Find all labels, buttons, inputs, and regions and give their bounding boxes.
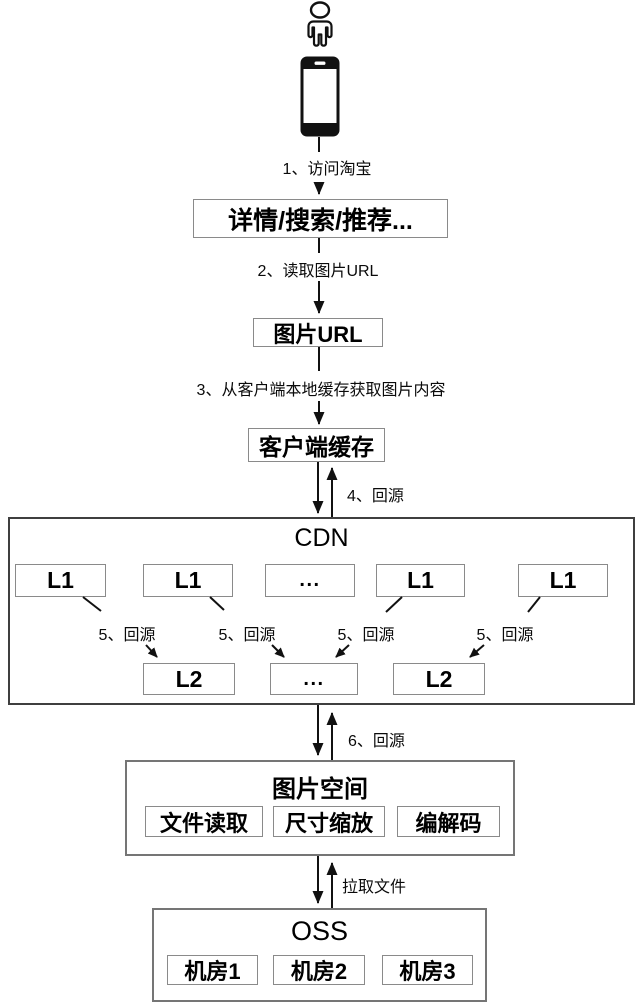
step-5-label-1: 5、回源 xyxy=(98,627,156,644)
step-5-label-2: 5、回源 xyxy=(218,627,276,644)
l2-node-1: L2 xyxy=(143,663,235,695)
pull-file-label: 拉取文件 xyxy=(342,879,407,896)
node-client-cache: 客户端缓存 xyxy=(248,428,385,462)
image-space-title: 图片空间 xyxy=(272,776,368,803)
cdn-title: CDN xyxy=(294,524,349,552)
step-5-label-4: 5、回源 xyxy=(476,627,534,644)
step-6-label: 6、回源 xyxy=(348,733,405,750)
step-2-label: 2、读取图片URL xyxy=(257,263,379,280)
l1-node-1: L1 xyxy=(15,564,106,597)
l1-node-3: L1 xyxy=(376,564,465,597)
l2-ellipsis-node: ... xyxy=(270,663,358,695)
person-icon xyxy=(307,1,333,47)
step-1-label: 1、访问淘宝 xyxy=(282,161,372,178)
node-detail-search-recommend: 详情/搜索/推荐... xyxy=(193,199,448,238)
node-room-1: 机房1 xyxy=(167,955,258,985)
l2-node-2: L2 xyxy=(393,663,485,695)
l1-ellipsis-node: ... xyxy=(265,564,355,597)
node-codec: 编解码 xyxy=(397,806,500,837)
smartphone-icon xyxy=(300,56,340,137)
node-resize: 尺寸缩放 xyxy=(273,806,385,837)
step-5-label-3: 5、回源 xyxy=(337,627,395,644)
step-3-label: 3、从客户端本地缓存获取图片内容 xyxy=(196,382,446,399)
node-file-read: 文件读取 xyxy=(145,806,263,837)
step-4-label: 4、回源 xyxy=(347,488,404,505)
oss-title: OSS xyxy=(290,916,349,946)
node-image-url: 图片URL xyxy=(253,318,383,347)
node-room-3: 机房3 xyxy=(382,955,473,985)
l1-node-4: L1 xyxy=(518,564,608,597)
node-room-2: 机房2 xyxy=(273,955,365,985)
l1-node-2: L1 xyxy=(143,564,233,597)
